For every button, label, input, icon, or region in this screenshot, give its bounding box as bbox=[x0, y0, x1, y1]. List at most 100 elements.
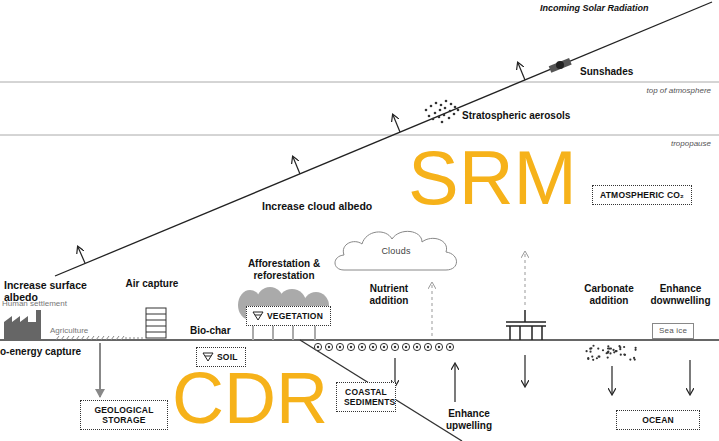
carbonate-dot bbox=[635, 347, 637, 349]
field-stroke bbox=[61, 336, 64, 340]
reflection-arrow bbox=[393, 115, 400, 132]
aerosol-dot bbox=[432, 118, 435, 121]
aerosol-dot bbox=[430, 105, 433, 108]
aerosol-dot bbox=[450, 103, 453, 106]
carbonate-dot bbox=[596, 357, 598, 359]
sunshade-satellite bbox=[549, 58, 572, 73]
air-capture-device bbox=[146, 314, 166, 315]
annotation-label: Enhance downwelling bbox=[647, 283, 714, 306]
triangle-mark bbox=[203, 353, 213, 361]
annotation-label: Incoming Solar Radiation bbox=[540, 3, 649, 13]
annotation-label: Bio-char bbox=[190, 325, 231, 337]
air-capture-device bbox=[146, 308, 166, 338]
aerosol-dot bbox=[434, 112, 437, 115]
reservoir-box: COASTAL SEDIMENTS bbox=[336, 382, 396, 412]
aerosol-dot bbox=[454, 106, 457, 109]
storage-arrow bbox=[99, 343, 101, 397]
box-label: COASTAL SEDIMENTS bbox=[344, 387, 388, 407]
reservoir-box: Sea ice bbox=[652, 323, 694, 339]
carbonate-dot bbox=[590, 347, 592, 349]
cloud-path bbox=[335, 231, 457, 270]
nutrient-dot bbox=[405, 346, 407, 348]
carbonate-dot bbox=[607, 350, 609, 352]
flux-arrow bbox=[611, 366, 612, 394]
air-capture-device bbox=[146, 308, 166, 338]
annotation-label: Afforestation & reforestation bbox=[238, 258, 330, 281]
triangle-mark bbox=[253, 312, 263, 320]
reservoir-triangle bbox=[252, 311, 264, 321]
layer-line bbox=[0, 82, 719, 135]
aerosol-dot bbox=[428, 115, 431, 118]
flux-arrow bbox=[395, 355, 690, 402]
reservoir-box: ATMOSPHERIC CO₂ bbox=[592, 185, 692, 205]
platform-icon bbox=[506, 325, 546, 327]
carbonate-dot bbox=[598, 356, 600, 358]
aerosol-dot bbox=[445, 100, 448, 103]
nutrient-dot bbox=[438, 346, 440, 348]
nutrient-circle bbox=[424, 343, 431, 350]
carbonate-dot bbox=[623, 354, 625, 356]
nutrient-dot bbox=[372, 346, 374, 348]
dashed-arrow bbox=[525, 252, 526, 305]
nutrient-dot bbox=[394, 346, 396, 348]
carbonate-dot bbox=[633, 357, 635, 359]
cloud-shape: Clouds bbox=[330, 224, 462, 278]
nutrient-dot bbox=[339, 346, 341, 348]
nutrient-circle bbox=[446, 343, 453, 350]
nutrient-dot bbox=[317, 346, 319, 348]
box-label: Sea ice bbox=[659, 326, 687, 336]
carbonate-dot bbox=[623, 346, 625, 348]
nutrient-circle bbox=[369, 343, 376, 350]
aerosol-dot bbox=[443, 114, 446, 117]
field-hatch bbox=[56, 336, 124, 340]
aerosol-dot bbox=[457, 109, 460, 112]
carbonate-dot bbox=[592, 359, 594, 361]
nutrient-circle bbox=[314, 343, 321, 350]
carbonate-dot bbox=[592, 345, 594, 347]
reservoir-box: GEOLOGICAL STORAGE bbox=[80, 400, 168, 430]
nutrient-dot bbox=[361, 346, 363, 348]
platform-icon bbox=[524, 310, 526, 322]
reflection-arrow bbox=[78, 247, 85, 263]
nutrient-dot bbox=[350, 346, 352, 348]
layer-line bbox=[0, 135, 719, 136]
field-stroke bbox=[66, 336, 69, 340]
annotation-label: Human settlement bbox=[2, 299, 67, 308]
carbonate-dot bbox=[587, 358, 589, 360]
carbonate-dot bbox=[620, 354, 622, 356]
carbonate-dot bbox=[591, 355, 593, 357]
factory-icon bbox=[4, 310, 41, 340]
aerosol-dot bbox=[444, 107, 447, 110]
sunshade-satellite bbox=[549, 58, 572, 73]
aerosol-dot bbox=[435, 102, 438, 105]
nutrient-dot bbox=[328, 346, 330, 348]
aerosol-dots bbox=[425, 100, 460, 124]
annotation-label: Agriculture bbox=[50, 326, 88, 335]
layer-line bbox=[0, 82, 719, 83]
flux-arrow bbox=[454, 364, 455, 402]
carbonate-dot bbox=[607, 351, 609, 353]
field-stroke bbox=[56, 336, 59, 340]
carbonate-dot bbox=[602, 349, 604, 351]
reflection-arrow bbox=[293, 157, 300, 174]
carbonate-dot bbox=[624, 354, 626, 356]
nutrient-dot bbox=[416, 346, 418, 348]
annotation-label: Air capture bbox=[124, 278, 180, 290]
dashed-arrow bbox=[432, 283, 433, 336]
aerosol-dot bbox=[453, 113, 456, 116]
platform-icon bbox=[506, 321, 546, 323]
annotation-label: tropopause bbox=[671, 139, 711, 148]
box-label: ATMOSPHERIC CO₂ bbox=[600, 190, 684, 200]
annotation-label: Increase cloud albedo bbox=[262, 200, 372, 212]
carbonate-dot bbox=[589, 351, 591, 353]
carbonate-dot bbox=[607, 345, 609, 347]
annotation-label: Sunshades bbox=[580, 66, 633, 78]
ground-line bbox=[0, 340, 719, 441]
box-label: GEOLOGICAL STORAGE bbox=[88, 405, 160, 425]
field-stroke bbox=[76, 336, 79, 340]
air-capture-device bbox=[146, 320, 166, 321]
aerosol-dot bbox=[438, 116, 441, 119]
carbonate-dot bbox=[587, 357, 589, 359]
platform-icon bbox=[506, 310, 546, 340]
